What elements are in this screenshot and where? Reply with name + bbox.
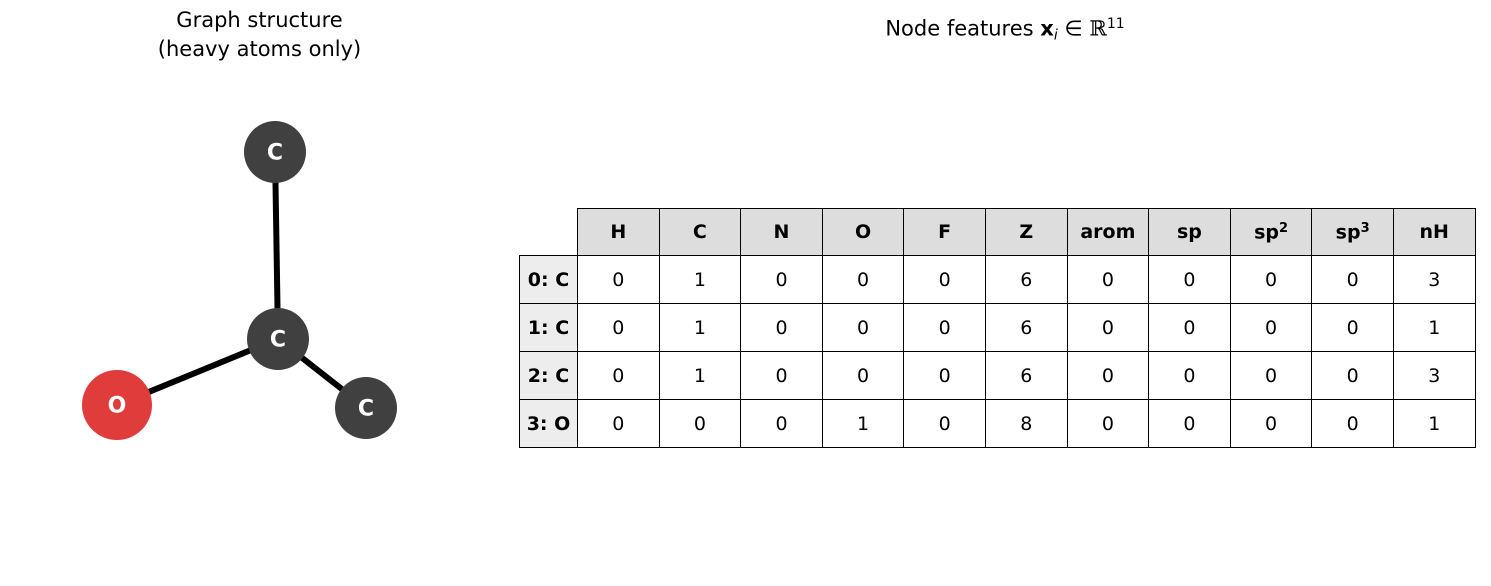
atom-label-0: C xyxy=(267,141,283,166)
atom-circle-3[interactable] xyxy=(82,370,152,440)
atom-circle-2[interactable] xyxy=(335,377,397,439)
cell-0-10: 3 xyxy=(1392,255,1476,304)
cell-0-7: 0 xyxy=(1148,255,1231,304)
atom-circle-1[interactable] xyxy=(247,308,309,370)
cell-1-4: 0 xyxy=(903,303,986,352)
cell-2-9: 0 xyxy=(1311,351,1394,400)
atom-node-layer: C C C O xyxy=(82,121,397,440)
cell-2-6: 0 xyxy=(1066,351,1150,400)
cell-2-10: 3 xyxy=(1392,351,1476,400)
row-header-node-3: 3: O xyxy=(519,399,578,448)
atom-node-1-c[interactable]: C xyxy=(247,308,309,370)
graph-structure-panel: Graph structure (heavy atoms only) C C C O xyxy=(0,0,519,586)
cell-1-9: 0 xyxy=(1311,303,1394,352)
features-title-vector-symbol: x xyxy=(1040,16,1054,41)
cell-0-9: 0 xyxy=(1311,255,1394,304)
column-header-nh: nH xyxy=(1392,208,1476,256)
cell-1-5: 6 xyxy=(984,303,1068,352)
cell-2-7: 0 xyxy=(1148,351,1231,400)
cell-1-2: 0 xyxy=(740,303,823,352)
features-title-prefix: Node features xyxy=(885,16,1041,41)
cell-3-7: 0 xyxy=(1148,399,1231,448)
atom-label-2: C xyxy=(358,397,374,422)
atom-node-3-o[interactable]: O xyxy=(82,370,152,440)
cell-0-5: 6 xyxy=(984,255,1068,304)
cell-0-8: 0 xyxy=(1229,255,1313,304)
cell-3-6: 0 xyxy=(1066,399,1150,448)
atom-label-1: C xyxy=(270,328,286,353)
bond-edge-0-1 xyxy=(272,149,281,342)
column-header-c: C xyxy=(658,208,742,256)
cell-1-10: 1 xyxy=(1392,303,1476,352)
cell-1-8: 0 xyxy=(1229,303,1313,352)
cell-3-1: 0 xyxy=(658,399,742,448)
cell-2-4: 0 xyxy=(903,351,986,400)
atom-label-3: O xyxy=(108,394,127,419)
cell-0-6: 0 xyxy=(1066,255,1150,304)
column-header-z: Z xyxy=(984,208,1068,256)
column-header-h: H xyxy=(577,208,660,256)
cell-3-5: 8 xyxy=(984,399,1068,448)
graph-title-line-2: (heavy atoms only) xyxy=(157,37,362,61)
cell-0-2: 0 xyxy=(740,255,823,304)
features-title-subscript: i xyxy=(1053,27,1058,44)
features-title-real-space-symbol: ℝ xyxy=(1089,16,1107,41)
atom-circle-0[interactable] xyxy=(244,121,306,183)
column-header-sp: sp xyxy=(1148,208,1231,256)
cell-3-3: 1 xyxy=(821,399,905,448)
cell-3-9: 0 xyxy=(1311,399,1394,448)
cell-1-6: 0 xyxy=(1066,303,1150,352)
cell-2-1: 1 xyxy=(658,351,742,400)
bond-layer xyxy=(114,149,369,411)
cell-3-4: 0 xyxy=(903,399,986,448)
cell-1-1: 1 xyxy=(658,303,742,352)
column-header-f: F xyxy=(903,208,986,256)
features-title-dimension: 11 xyxy=(1106,16,1125,32)
cell-0-4: 0 xyxy=(903,255,986,304)
cell-2-3: 0 xyxy=(821,351,905,400)
column-header-n: N xyxy=(740,208,823,256)
column-header-sp: sp2 xyxy=(1229,208,1313,256)
row-header-node-0: 0: C xyxy=(519,255,578,304)
cell-3-2: 0 xyxy=(740,399,823,448)
row-header-node-1: 1: C xyxy=(519,303,578,352)
row-header-node-2: 2: C xyxy=(519,351,578,400)
column-header-sp: sp3 xyxy=(1311,208,1394,256)
features-title-membership-symbol: ∈ xyxy=(1057,16,1090,41)
cell-2-5: 6 xyxy=(984,351,1068,400)
cell-3-8: 0 xyxy=(1229,399,1313,448)
graph-panel-title: Graph structure (heavy atoms only) xyxy=(0,6,519,64)
atom-node-0-c[interactable]: C xyxy=(244,121,306,183)
cell-1-0: 0 xyxy=(577,303,660,352)
cell-0-3: 0 xyxy=(821,255,905,304)
cell-2-2: 0 xyxy=(740,351,823,400)
cell-0-0: 0 xyxy=(577,255,660,304)
cell-1-7: 0 xyxy=(1148,303,1231,352)
table-corner-cell xyxy=(519,208,578,256)
graph-title-line-1: Graph structure xyxy=(176,8,343,32)
cell-2-8: 0 xyxy=(1229,351,1313,400)
column-header-o: O xyxy=(821,208,905,256)
cell-1-3: 0 xyxy=(821,303,905,352)
atom-node-2-c[interactable]: C xyxy=(335,377,397,439)
cell-3-0: 0 xyxy=(577,399,660,448)
cell-0-1: 1 xyxy=(658,255,742,304)
cell-3-10: 1 xyxy=(1392,399,1476,448)
cell-2-0: 0 xyxy=(577,351,660,400)
molecule-graph-svg: C C C O xyxy=(82,121,397,440)
column-header-arom: arom xyxy=(1066,208,1150,256)
node-features-title: Node features xi ∈ ℝ11 xyxy=(519,10,1491,50)
